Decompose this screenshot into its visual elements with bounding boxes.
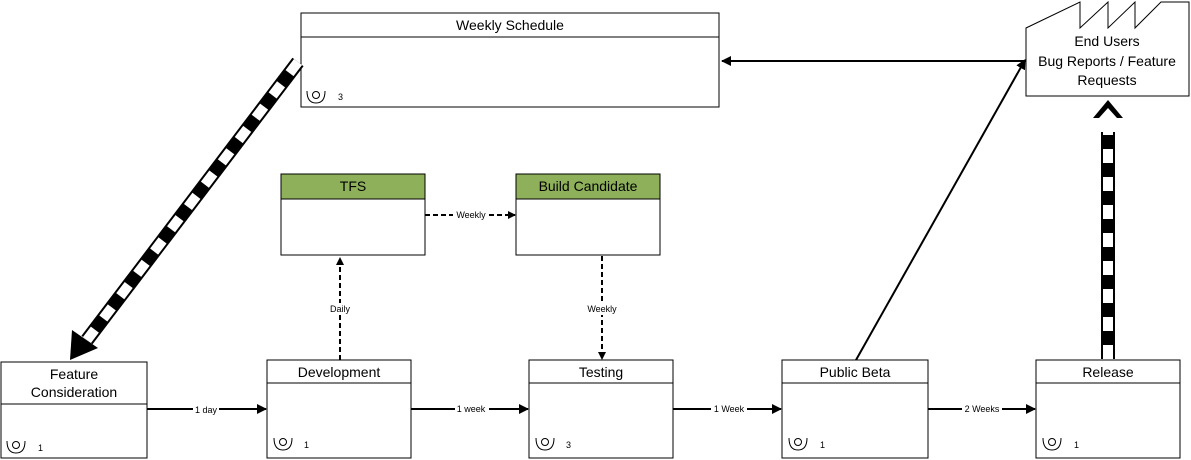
arrow-label-1-day: 1 day (195, 405, 218, 415)
end-users-box: End Users Bug Reports / Feature Requests (1025, 0, 1190, 97)
arrow-label-weekly-1: Weekly (456, 210, 486, 220)
release-count: 1 (1074, 440, 1079, 450)
release-box: Release 1 (1035, 359, 1181, 459)
arrow-beta-to-release: 2 Weeks (928, 404, 1036, 415)
release-title: Release (1082, 364, 1134, 380)
push-arrow-schedule-to-feature (70, 57, 304, 360)
weekly-schedule-count: 3 (338, 92, 343, 102)
arrow-label-weekly-2: Weekly (587, 304, 617, 314)
push-arrow-release-to-end-users (1093, 100, 1123, 359)
dashed-arrow-tfs-to-build: Weekly (425, 210, 516, 221)
dashed-arrow-build-to-testing: Weekly (584, 256, 620, 360)
arrow-feature-to-development: 1 day (147, 404, 267, 415)
feature-consideration-count: 1 (38, 443, 43, 453)
feature-consideration-box: Feature Consideration 1 (0, 361, 148, 459)
dashed-arrow-development-to-tfs: Daily (326, 257, 354, 360)
build-candidate-title: Build Candidate (539, 178, 638, 194)
arrow-development-to-testing: 1 week (411, 404, 529, 415)
public-beta-box: Public Beta 1 (781, 359, 929, 459)
testing-box: Testing 3 (528, 359, 674, 459)
arrow-label-1-week-cap: 1 Week (714, 404, 745, 414)
feature-consideration-line1: Feature (50, 366, 98, 382)
public-beta-title: Public Beta (820, 364, 891, 380)
arrow-beta-to-end-users (855, 59, 1026, 361)
arrow-label-daily: Daily (330, 304, 351, 314)
end-users-line2: Bug Reports / Feature (1038, 53, 1176, 69)
feature-consideration-line2: Consideration (31, 384, 117, 400)
arrow-label-2-weeks: 2 Weeks (965, 404, 1000, 414)
end-users-line3: Requests (1077, 72, 1136, 88)
testing-count: 3 (566, 440, 571, 450)
public-beta-count: 1 (820, 440, 825, 450)
testing-title: Testing (579, 364, 623, 380)
weekly-schedule-box: Weekly Schedule 3 (300, 12, 720, 108)
development-title: Development (298, 364, 381, 380)
tfs-box: TFS (280, 173, 426, 256)
end-users-line1: End Users (1074, 33, 1139, 49)
arrow-testing-to-beta: 1 Week (673, 404, 782, 415)
development-box: Development 1 (266, 359, 412, 459)
weekly-schedule-title: Weekly Schedule (456, 17, 564, 33)
build-candidate-box: Build Candidate (515, 173, 661, 256)
development-count: 1 (304, 440, 309, 450)
arrow-label-1-week: 1 week (457, 404, 486, 414)
tfs-title: TFS (340, 178, 366, 194)
